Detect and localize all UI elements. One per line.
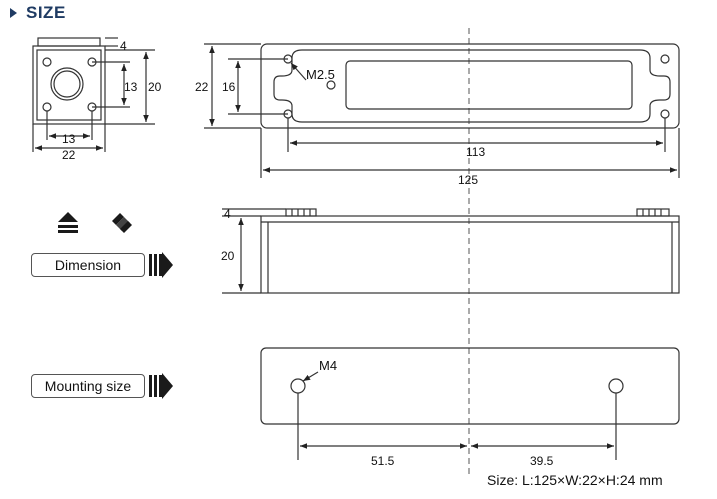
mount-view	[260, 347, 680, 460]
dim-mount-left: 51.5	[371, 454, 395, 468]
dim-top-inner: 16	[222, 80, 236, 94]
dim-mount-right: 39.5	[530, 454, 554, 468]
mount-hole	[290, 378, 306, 394]
dim-side-top: 4	[120, 39, 127, 53]
dimension-button[interactable]: Dimension	[31, 253, 145, 277]
side-view-cap	[37, 37, 101, 47]
front-view	[222, 208, 680, 294]
connector-circle	[50, 67, 84, 101]
mounting-size-button[interactable]: Mounting size	[31, 374, 145, 398]
dim-top-hole-spacing: 113	[466, 145, 485, 159]
forward-arrow-icon[interactable]	[149, 373, 173, 399]
mount-hole	[608, 378, 624, 394]
dim-front-top: 4	[224, 207, 231, 221]
top-view-window	[345, 60, 633, 110]
dim-top-thread: M2.5	[306, 67, 335, 82]
front-view-body	[260, 215, 680, 294]
dim-side-hole-h: 13	[124, 80, 138, 94]
mount-hole	[42, 102, 52, 112]
forward-arrow-icon[interactable]	[149, 252, 173, 278]
side-view-body	[32, 45, 106, 125]
dim-side-height: 20	[148, 80, 162, 94]
mount-hole	[660, 109, 670, 119]
top-view-recess	[273, 49, 671, 123]
dim-top-width: 22	[195, 80, 209, 94]
mount-hole	[326, 80, 336, 90]
mount-hole	[660, 54, 670, 64]
section-header: SIZE	[10, 2, 66, 24]
bullet-arrow-icon	[10, 8, 17, 18]
size-note: Size: L:125×W:22×H:24 mm	[487, 472, 663, 488]
section-title: SIZE	[26, 3, 66, 22]
eject-icon[interactable]	[58, 212, 78, 233]
mount-hole	[42, 57, 52, 67]
dim-mount-thread: M4	[319, 358, 337, 373]
isometric-arrow-icon[interactable]	[112, 213, 132, 233]
front-view-tab	[636, 208, 670, 217]
side-view	[32, 37, 155, 152]
top-view	[204, 43, 680, 178]
mount-view-body	[260, 347, 680, 425]
dim-top-length: 125	[458, 173, 478, 187]
top-view-body	[260, 43, 680, 129]
dim-side-width: 22	[62, 148, 76, 162]
dim-side-hole: 13	[62, 132, 76, 146]
front-view-tab	[285, 208, 317, 217]
dim-front-height: 20	[221, 249, 235, 263]
